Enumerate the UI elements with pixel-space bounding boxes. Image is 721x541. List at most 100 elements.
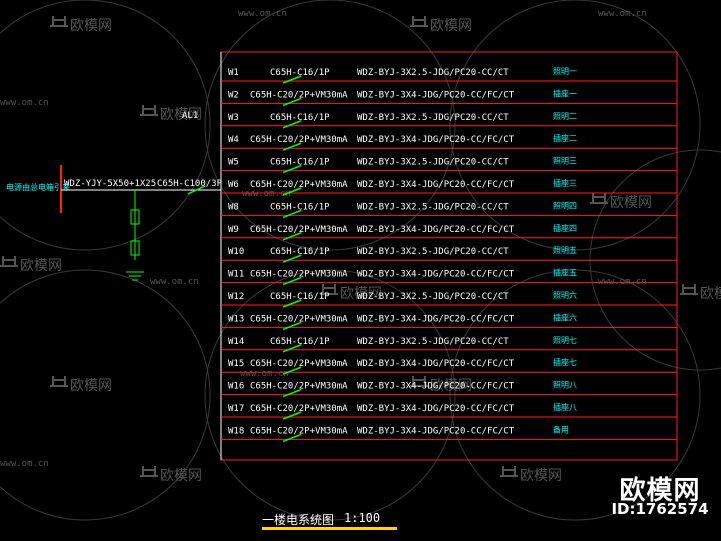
circuit-usage-label: 照明一 (553, 67, 577, 76)
watermark-label: 欧模网 (160, 468, 202, 484)
circuit-breaker-label: C65H-C20/2P+VM30mA (250, 404, 348, 414)
circuit-breaker-switch (282, 142, 302, 151)
brand-id: ID:1762574 (611, 500, 709, 518)
circuit-breaker-label: C65H-C20/2P+VM30mA (250, 180, 348, 190)
watermark-url: www.om.cn (238, 9, 287, 19)
watermark-circle (0, 0, 211, 251)
watermark-logo: 欧模网 (410, 376, 472, 394)
watermark-label: 欧模网 (160, 107, 202, 123)
circuit-usage-label: 备用 (553, 424, 569, 434)
drawing-scale: 1:100 (344, 511, 381, 525)
watermark-label: 欧模网 (70, 378, 112, 394)
watermark-couch-icon (140, 466, 158, 477)
circuit-breaker-label: C65H-C16/1P (270, 247, 330, 257)
title-underline (262, 527, 397, 530)
circuit-id: W10 (228, 247, 244, 257)
circuit-breaker-label: C65H-C20/2P+VM30mA (250, 359, 348, 369)
circuit-cable-label: WDZ-BYJ-3X4-JDG/PC20-CC/FC/CT (357, 404, 515, 414)
watermark-circle (0, 269, 211, 521)
circuit-id: W1 (228, 68, 239, 78)
watermark-logo: 欧模网 (410, 16, 472, 34)
circuit-id: W5 (228, 158, 239, 168)
surge-protector-icon (130, 209, 140, 225)
circuit-usage-label: 照明四 (553, 201, 577, 210)
circuit-id: W17 (228, 404, 244, 414)
circuit-id: W16 (228, 382, 244, 392)
watermark-couch-icon (410, 16, 428, 27)
watermark-label: 欧模网 (340, 286, 382, 302)
watermark-couch-icon (500, 466, 518, 477)
watermark-couch-icon (50, 16, 68, 27)
watermark-url: www.om.cn (242, 189, 291, 199)
watermark-circle (449, 0, 701, 251)
circuit-row: W17 C65H-C20/2P+VM30mA WDZ-BYJ-3X4-JDG/PC2… (221, 402, 677, 420)
circuit-cable-label: WDZ-BYJ-3X4-JDG/PC20-CC/FC/CT (357, 270, 515, 280)
circuit-id: W9 (228, 225, 239, 235)
watermark-url: www.om.cn (150, 277, 199, 287)
circuit-cable-label: WDZ-BYJ-3X2.5-JDG/PC20-CC/CT (357, 337, 509, 347)
circuit-breaker-switch (282, 411, 302, 420)
circuit-usage-label: 照明七 (553, 336, 577, 345)
circuit-breaker-switch (282, 232, 302, 241)
drawing-title-block: 一楼电系统图 1:100 (262, 509, 397, 533)
circuit-breaker-switch (282, 164, 302, 174)
circuit-breaker-label: C65H-C20/2P+VM30mA (250, 382, 348, 392)
watermark-url: www.om.cn (0, 459, 49, 469)
circuit-cable-label: WDZ-BYJ-3X2.5-JDG/PC20-CC/CT (357, 158, 509, 168)
circuit-breaker-label: C65H-C16/1P (270, 337, 330, 347)
circuit-id: W6 (228, 180, 239, 190)
watermark-label: 欧模网 (700, 286, 721, 302)
circuit-usage-label: 照明八 (553, 381, 577, 390)
watermark-url: www.om.cn (240, 369, 289, 379)
watermark-label: 欧模网 (20, 258, 62, 274)
circuit-breaker-switch (282, 344, 302, 353)
panel-id-label: AL1 (182, 111, 198, 121)
circuit-usage-label: 照明五 (553, 246, 577, 255)
circuit-cable-label: WDZ-BYJ-3X2.5-JDG/PC20-CC/CT (357, 113, 509, 123)
circuit-breaker-switch (282, 75, 302, 84)
circuit-usage-label: 照明三 (553, 157, 577, 166)
brand-name: 欧模网 (619, 476, 701, 506)
watermark-logo: 欧模网 (50, 16, 112, 34)
circuit-breaker-switch (282, 276, 302, 286)
watermark-label: 欧模网 (70, 18, 112, 34)
circuit-id: W13 (228, 314, 244, 324)
circuit-breaker-label: C65H-C16/1P (270, 202, 330, 212)
circuit-breaker-switch (282, 97, 302, 107)
watermark-label: 欧模网 (430, 18, 472, 34)
circuit-breaker-switch (282, 120, 302, 129)
circuit-usage-label: 插座四 (553, 223, 577, 233)
circuit-cable-label: WDZ-BYJ-3X2.5-JDG/PC20-CC/CT (357, 292, 509, 302)
circuit-breaker-label: C65H-C16/1P (270, 68, 330, 78)
circuit-cable-label: WDZ-BYJ-3X4-JDG/PC20-CC/FC/CT (357, 426, 515, 436)
circuit-cable-label: WDZ-BYJ-3X4-JDG/PC20-CC/FC/CT (357, 359, 515, 369)
watermark-logo: 欧模网 (320, 284, 382, 302)
brand-badge: 欧模网 ID:1762574 (604, 470, 716, 520)
watermark-couch-icon (680, 284, 698, 295)
circuit-cable-label: WDZ-BYJ-3X4-JDG/PC20-CC/FC/CT (357, 314, 515, 324)
watermark-couch-icon (50, 376, 68, 387)
watermark-logo: 欧模网 (500, 466, 562, 484)
circuit-usage-label: 插座八 (553, 402, 577, 412)
circuit-cable-label: WDZ-BYJ-3X2.5-JDG/PC20-CC/CT (357, 68, 509, 78)
circuit-cable-label: WDZ-BYJ-3X4-JDG/PC20-CC/FC/CT (357, 135, 515, 145)
circuit-row: W1 C65H-C16/1P WDZ-BYJ-3X2.5-JDG/PC20-CC/C… (221, 67, 677, 84)
circuit-breaker-switch (282, 187, 302, 196)
circuit-usage-label: 插座五 (553, 268, 577, 278)
watermark-url: www.om.cn (598, 277, 647, 287)
circuit-breaker-label: C65H-C20/2P+VM30mA (250, 135, 348, 145)
source-label: 电源由总电箱引来 (6, 182, 70, 192)
circuit-row: W15 C65H-C20/2P+VM30mA WDZ-BYJ-3X4-JDG/PC2… (221, 357, 677, 375)
circuit-id: W2 (228, 90, 239, 100)
circuit-id: W15 (228, 359, 244, 369)
